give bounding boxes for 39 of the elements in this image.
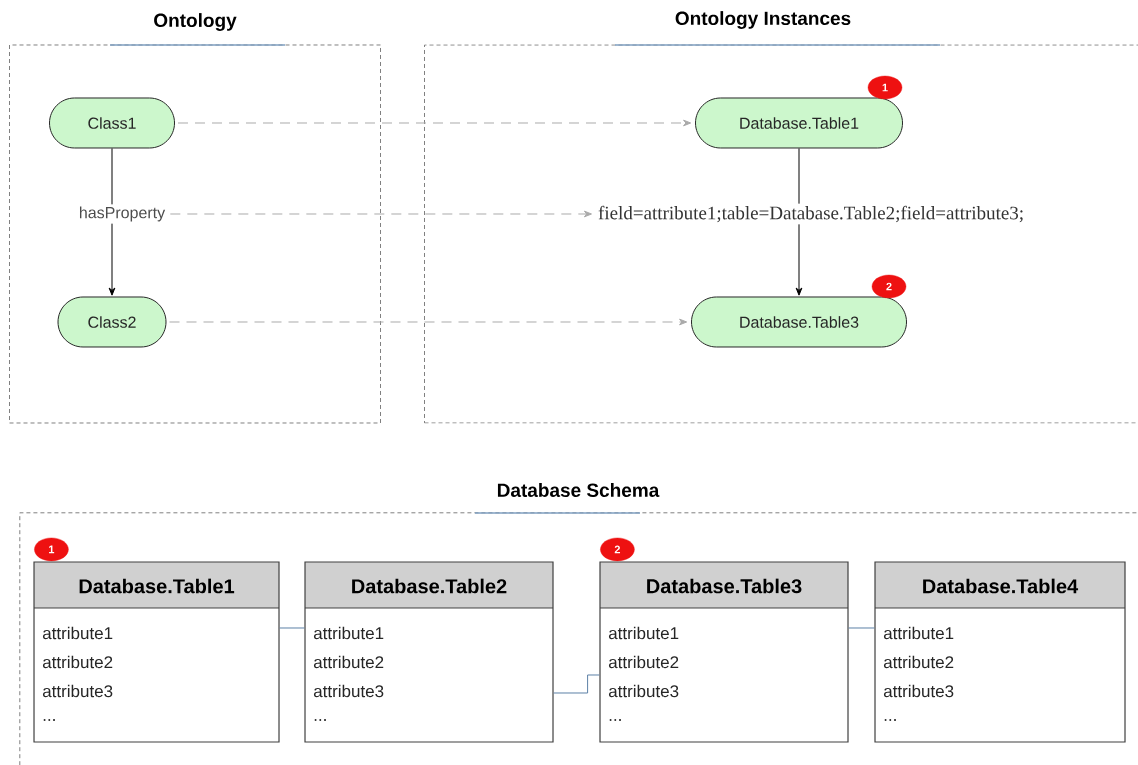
connector-line xyxy=(848,627,875,629)
rounded-box: Class2 xyxy=(57,296,167,348)
edge-text: hasProperty xyxy=(76,204,168,224)
rounded-box: Database.Table1 xyxy=(695,97,903,149)
attribute-text: attribute2 xyxy=(313,655,384,669)
attribute-text: ... xyxy=(43,719,55,721)
attribute-text: attribute3 xyxy=(608,684,679,698)
group-title: Ontology xyxy=(154,13,237,31)
number-badge: 2 xyxy=(600,537,635,562)
number-badge: 1 xyxy=(867,75,903,100)
connector-line xyxy=(553,674,600,694)
rounded-box: Database.Table3 xyxy=(691,296,907,348)
connector-line xyxy=(798,148,800,205)
group-title: Ontology Instances xyxy=(675,11,851,29)
attribute-text: ... xyxy=(884,719,896,721)
attribute-text: attribute1 xyxy=(313,626,384,640)
arrow xyxy=(108,223,116,296)
arrow xyxy=(169,210,592,218)
attribute-text: attribute1 xyxy=(883,626,954,640)
attribute-text: attribute2 xyxy=(608,655,679,669)
attribute-text: attribute3 xyxy=(313,684,384,698)
attribute-text: ... xyxy=(609,719,621,721)
number-badge: 1 xyxy=(34,537,69,562)
attribute-text: attribute3 xyxy=(883,684,954,698)
number-badge: 2 xyxy=(871,274,907,299)
attribute-text: attribute2 xyxy=(883,655,954,669)
arrow xyxy=(795,223,803,296)
attribute-text: attribute1 xyxy=(42,626,113,640)
attribute-text: attribute1 xyxy=(608,626,679,640)
arrow xyxy=(169,318,688,326)
edge-text: field=attribute1;table=Database.Table2;field=attribute3; xyxy=(596,203,1026,225)
group-title: Database Schema xyxy=(497,483,660,497)
attribute-text: ... xyxy=(314,719,326,721)
attribute-text: attribute2 xyxy=(42,655,113,669)
arrow xyxy=(177,119,692,127)
rounded-box: Class1 xyxy=(49,97,175,149)
connector-line xyxy=(111,148,113,205)
attribute-text: attribute3 xyxy=(42,684,113,698)
connector-line xyxy=(279,627,305,629)
